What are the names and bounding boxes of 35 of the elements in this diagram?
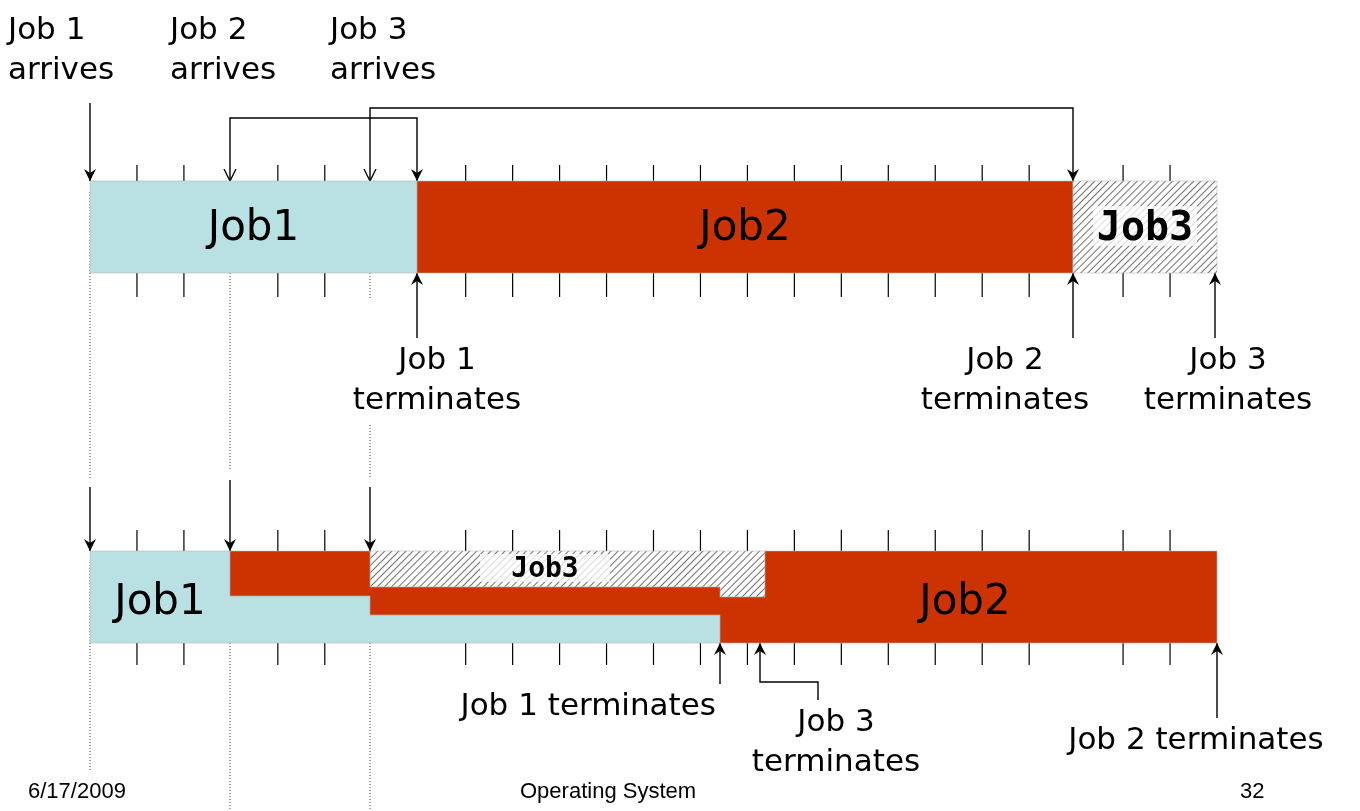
footer-text: Operating System	[520, 778, 697, 804]
arrow	[364, 486, 376, 552]
arrow	[363, 107, 1079, 182]
arrow	[1067, 272, 1079, 339]
job-bar	[1073, 181, 1217, 273]
job-bar	[90, 551, 720, 643]
event-text: Job 1 terminates	[337, 338, 537, 422]
event-text: Job 3 terminates	[736, 700, 936, 786]
event-text: Job 3 terminates	[1128, 338, 1328, 422]
job-bar	[90, 181, 417, 273]
footer-text: 6/17/2009	[28, 778, 126, 804]
bar-label: Job1	[204, 205, 301, 247]
bar-label: Job3	[1093, 206, 1197, 246]
event-text: Job 2 arrives	[170, 8, 295, 103]
job-bar	[230, 551, 1217, 643]
event-text: Job 1 arrives	[8, 8, 133, 103]
event-text: Job 2 terminates	[1044, 718, 1348, 762]
arrow	[223, 117, 423, 182]
arrow	[1211, 642, 1223, 719]
arrow	[714, 642, 726, 685]
arrow	[224, 479, 236, 552]
arrow	[84, 102, 96, 182]
arrow	[84, 486, 96, 552]
bar-label: Job1	[111, 579, 207, 621]
event-text: Job 3 arrives	[330, 8, 455, 103]
event-text: Job 1 terminates	[404, 684, 716, 728]
bar-label: Job2	[916, 579, 1012, 621]
event-text: Job 2 terminates	[905, 338, 1105, 422]
bar-label: Job3	[480, 554, 610, 582]
arrow	[411, 272, 423, 339]
job-bar	[417, 181, 1073, 273]
arrow	[1209, 272, 1221, 339]
bar-label: Job2	[696, 205, 792, 247]
arrow	[754, 642, 819, 701]
footer-text: 32	[1240, 778, 1265, 804]
